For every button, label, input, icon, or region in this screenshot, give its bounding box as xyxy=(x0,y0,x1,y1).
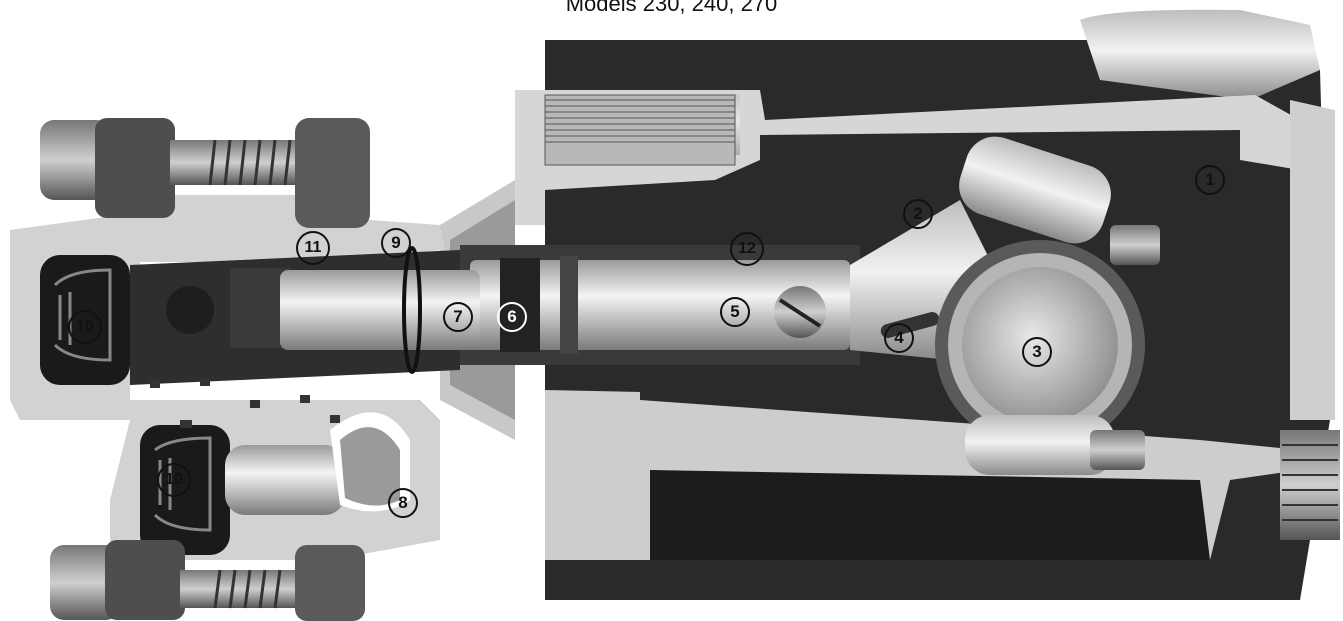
callout-6: 6 xyxy=(497,302,527,332)
callout-10-top: 10 xyxy=(68,310,102,344)
callout-1: 1 xyxy=(1195,165,1225,195)
diagram-title: Models 230, 240, 270 xyxy=(565,0,778,16)
callout-11: 11 xyxy=(296,231,330,265)
callout-12: 12 xyxy=(730,232,764,266)
callout-5: 5 xyxy=(720,297,750,327)
callout-8: 8 xyxy=(388,488,418,518)
callout-2: 2 xyxy=(903,199,933,229)
callout-10-bottom: 10 xyxy=(157,463,191,497)
callout-7: 7 xyxy=(443,302,473,332)
crankshaft xyxy=(935,136,1160,475)
callout-9: 9 xyxy=(381,228,411,258)
callout-3: 3 xyxy=(1022,337,1052,367)
callout-4: 4 xyxy=(884,323,914,353)
head-bolts xyxy=(40,118,370,621)
manifold-head xyxy=(10,195,480,560)
plunger-rod-assembly xyxy=(460,245,860,365)
